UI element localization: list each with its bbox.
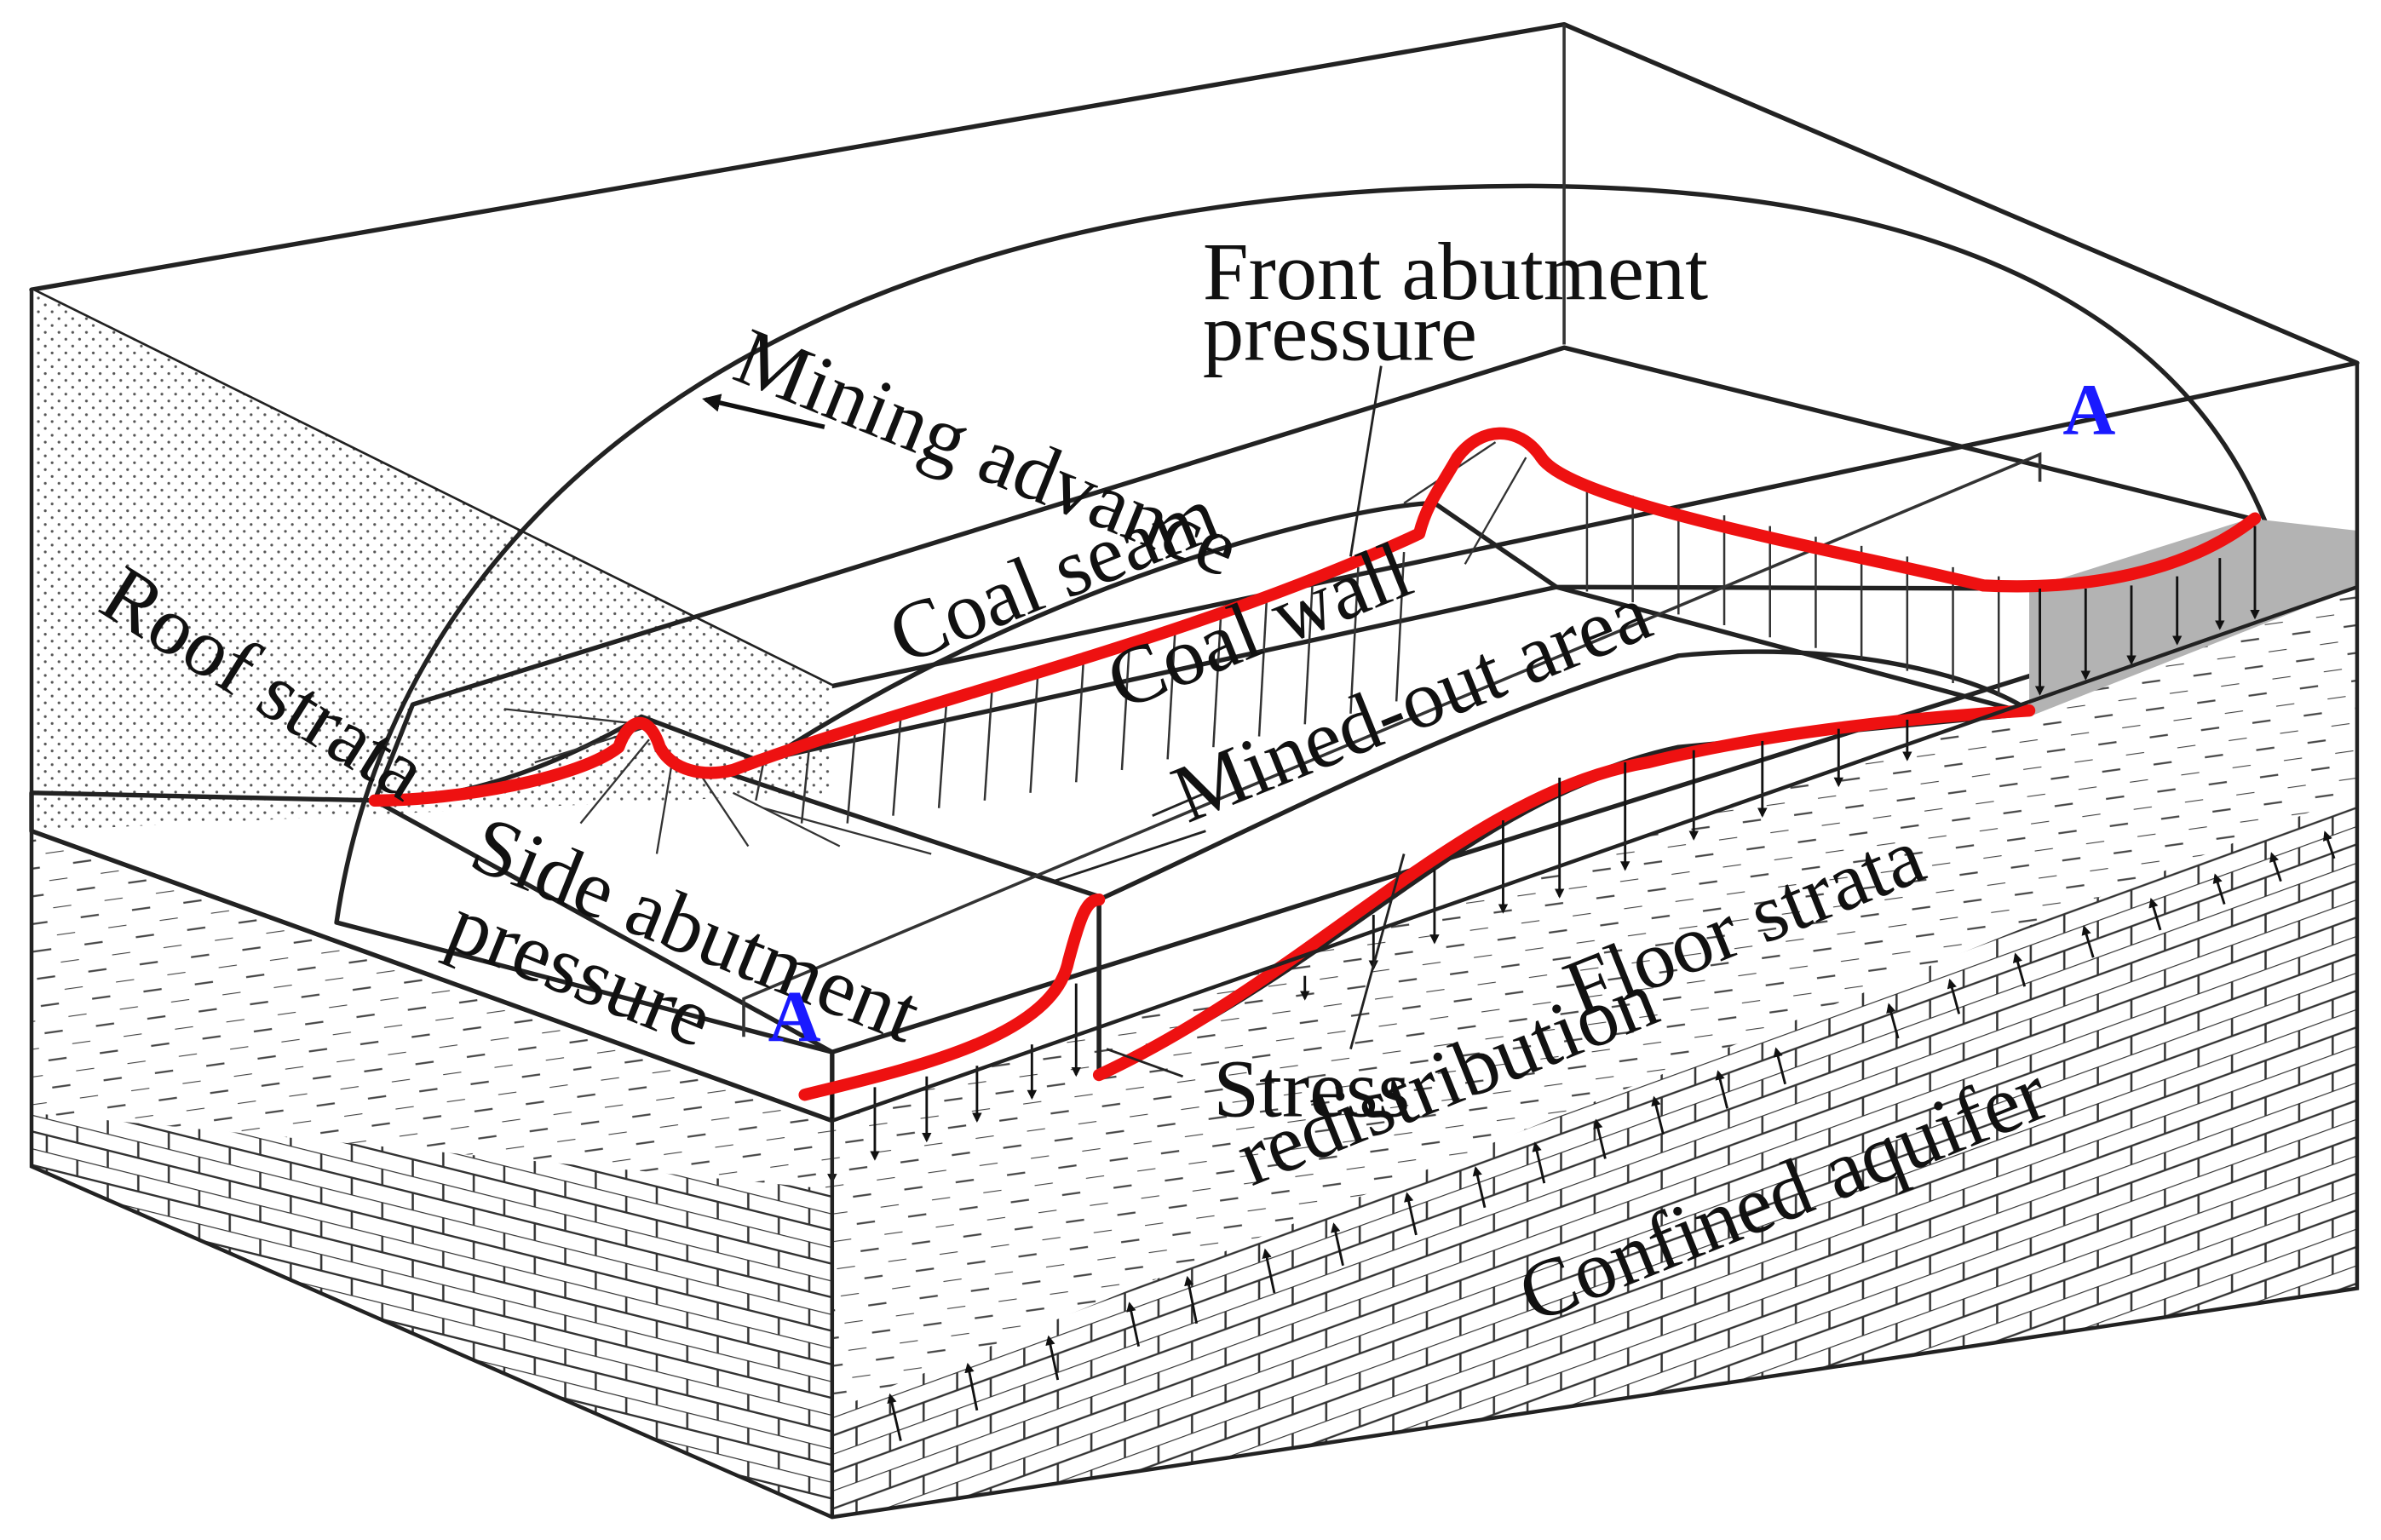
roof-front-face: [32, 290, 832, 831]
front-abutment-arrows: [2034, 526, 2260, 696]
label-front-abutment-line1: Front abutment: [1203, 226, 1708, 317]
coal-seam-right-band: [2029, 518, 2357, 717]
label-front-abutment-line2: pressure: [1203, 286, 1477, 377]
section-line-a-a: [742, 451, 2042, 1037]
redistribution-arrows: [1300, 719, 1912, 1001]
section-mark-a-back: A: [2062, 369, 2115, 451]
front-stress-curve: [368, 427, 2262, 807]
redistribution-stress-curve: [1092, 704, 2036, 1082]
aquifer-left-face: [32, 1112, 832, 1518]
floor-right-face: [831, 587, 2357, 1411]
section-mark-a-front: A: [768, 976, 821, 1058]
aquifer-right-face: [831, 792, 2357, 1518]
coal-wall-hatch: [755, 485, 2000, 824]
label-stress-line1: Stress: [1213, 1043, 1410, 1134]
block-edges: [29, 290, 2360, 1520]
aquifer-arrows: [887, 830, 2336, 1441]
floor-left-face: [32, 830, 832, 1190]
side-stress-curve: [798, 893, 1106, 1101]
mining-advance-arrow: [702, 394, 825, 429]
excavation-arch: [334, 183, 2292, 1054]
leader-lines: [1052, 365, 1406, 1078]
